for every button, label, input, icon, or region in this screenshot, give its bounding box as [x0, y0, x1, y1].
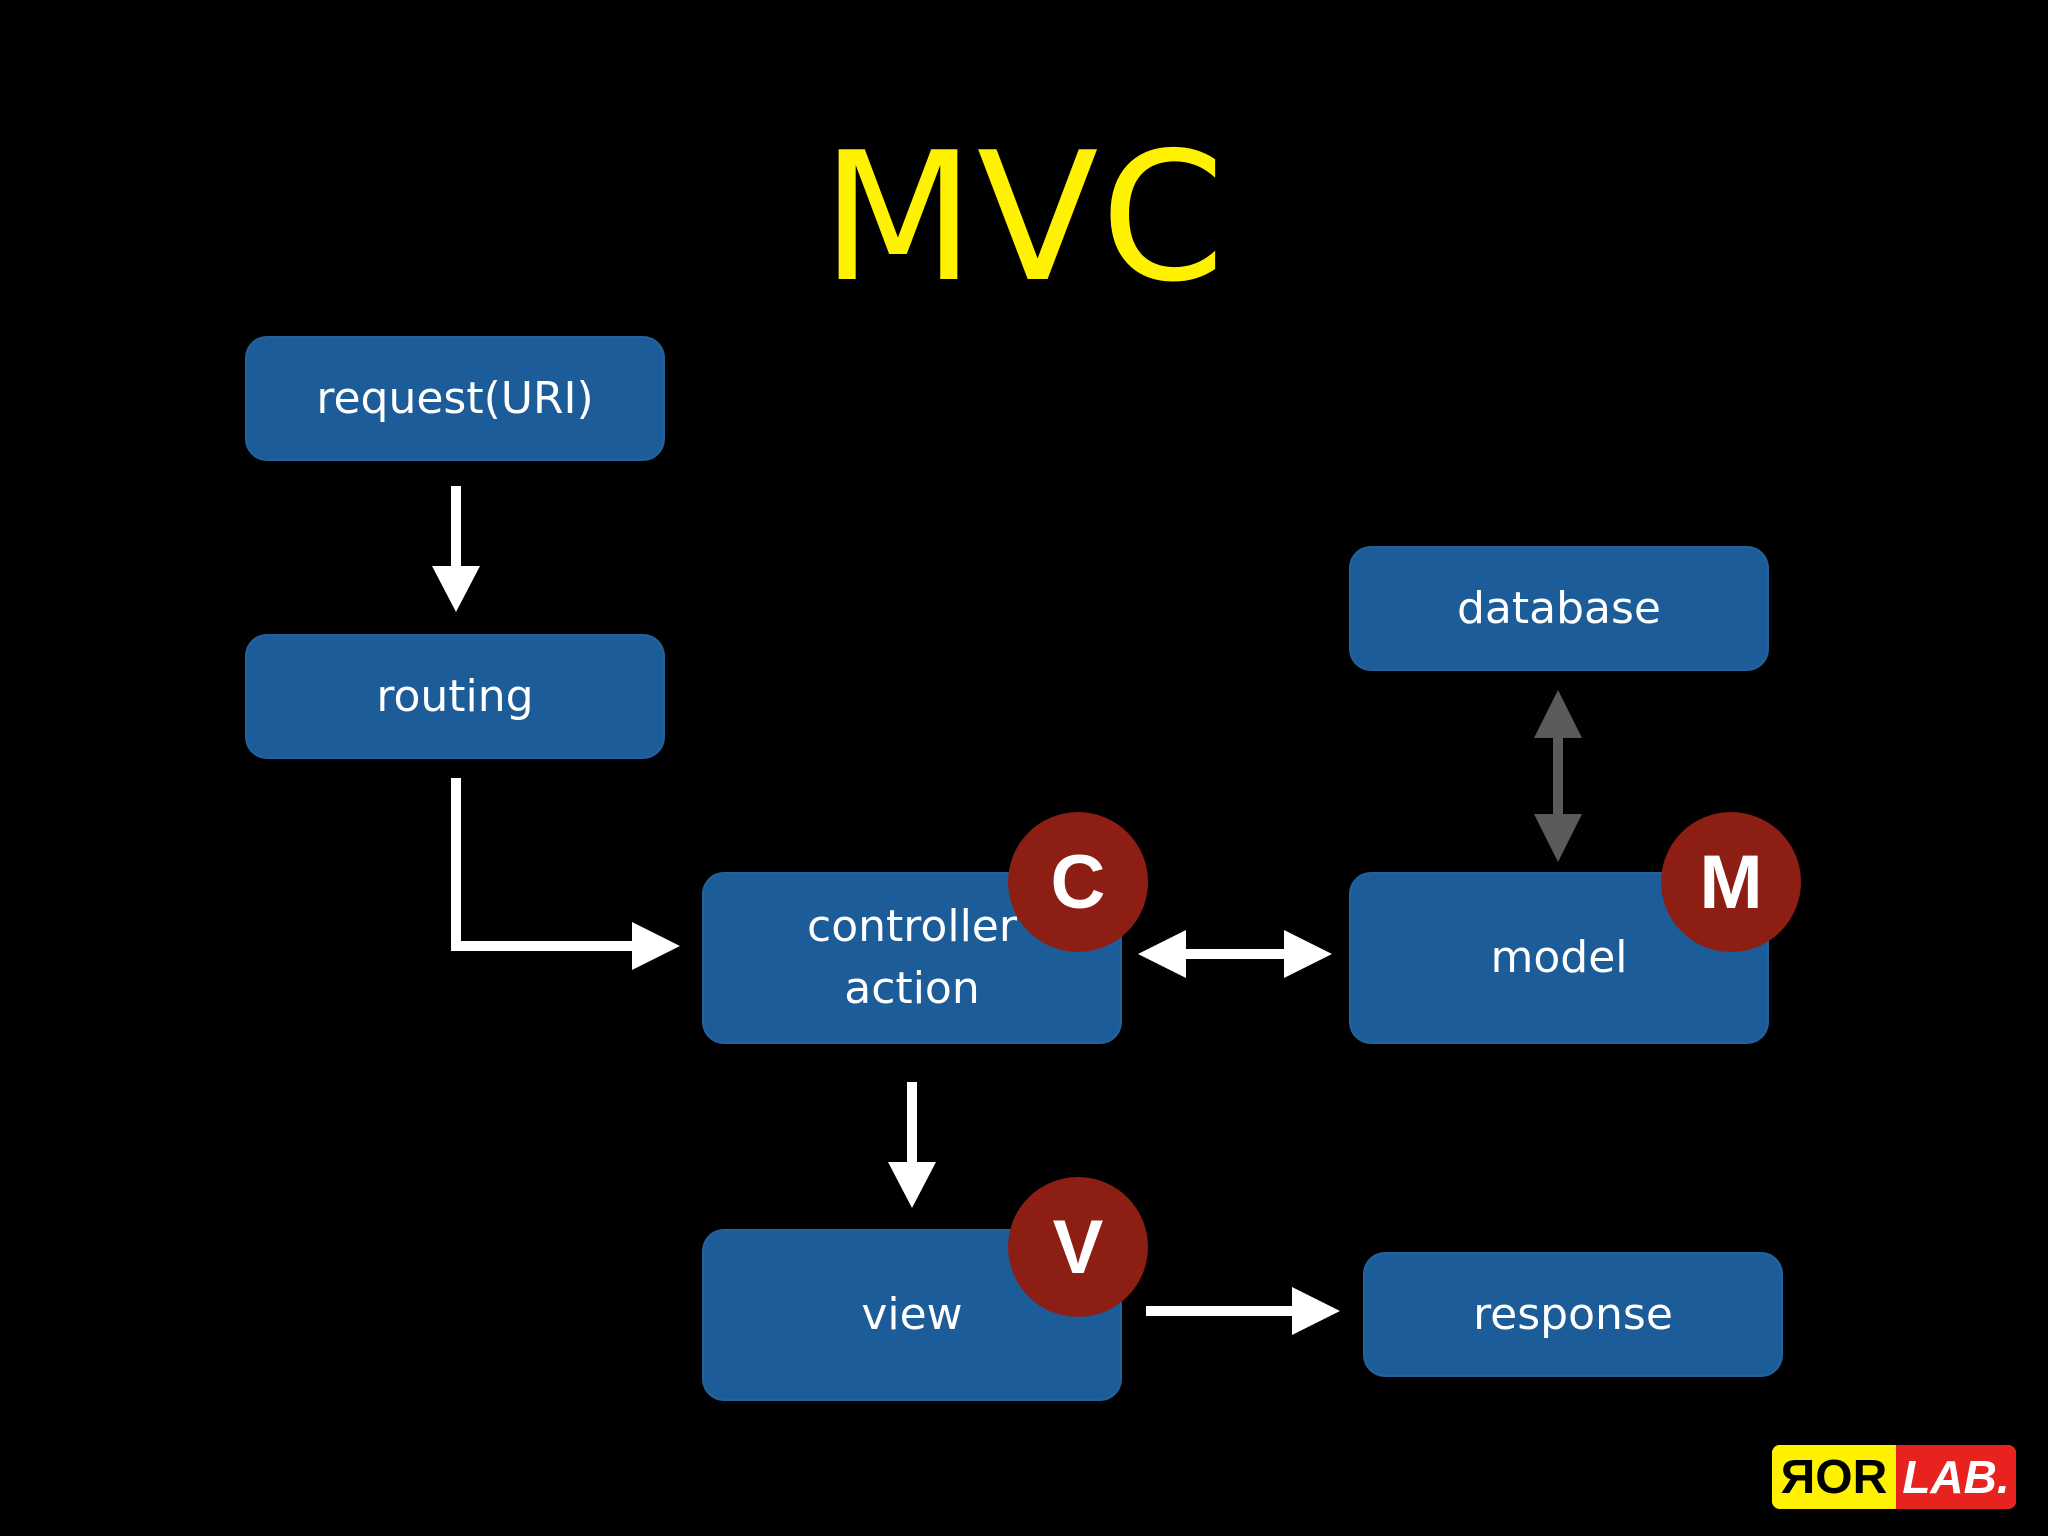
arrow-controller-model: [1138, 930, 1332, 978]
view-node: view: [702, 1229, 1122, 1401]
database-node: database: [1349, 546, 1769, 671]
response-node: response: [1363, 1252, 1783, 1377]
logo-lab-text: LAB.: [1896, 1445, 2016, 1509]
rorlab-logo: ЯOR LAB.: [1772, 1445, 2016, 1509]
slide-title: MVC: [821, 114, 1227, 321]
request-node: request(URI): [245, 336, 665, 461]
controller-badge: C: [1008, 812, 1148, 952]
routing-node: routing: [245, 634, 665, 759]
arrow-view-to-response: [1146, 1287, 1340, 1335]
view-badge: V: [1008, 1177, 1148, 1317]
model-badge: M: [1661, 812, 1801, 952]
arrow-controller-to-view: [888, 1082, 936, 1208]
logo-ror-text: ЯOR: [1772, 1445, 1896, 1509]
arrow-routing-to-controller: [451, 778, 680, 970]
arrow-database-model: [1534, 690, 1582, 862]
controller-action-node: controller action: [702, 872, 1122, 1044]
arrow-request-to-routing: [432, 486, 480, 612]
